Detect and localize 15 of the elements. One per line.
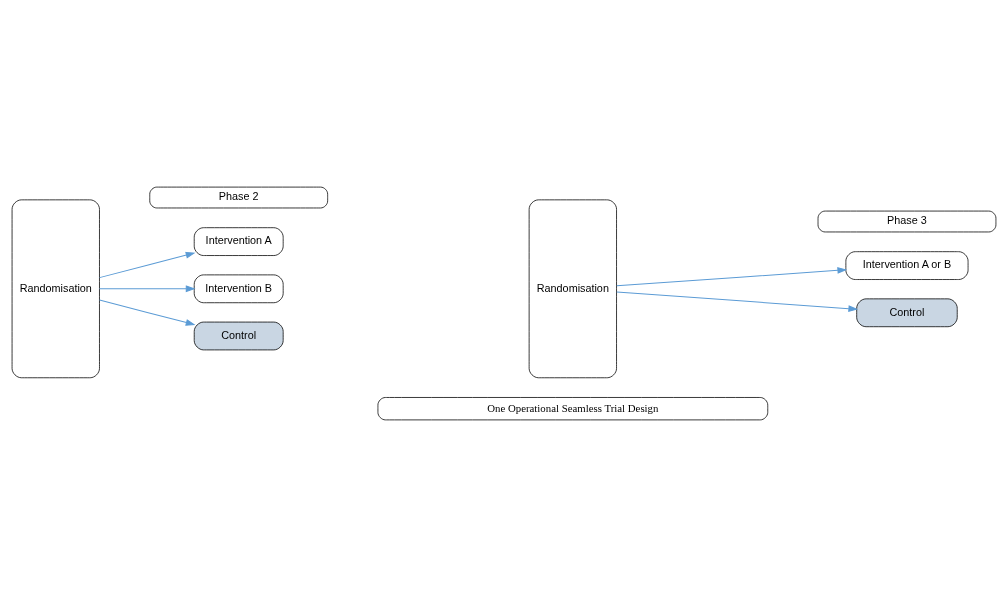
arrow xyxy=(616,290,859,312)
node-box: Randomisation xyxy=(528,198,617,378)
node-box: Phase 2 xyxy=(149,186,329,208)
node-box: Control xyxy=(856,297,958,327)
arrow xyxy=(616,266,848,286)
arrow xyxy=(99,299,196,326)
node-box: One Operational Seamless Trial Design xyxy=(377,396,769,420)
node-box: Intervention A xyxy=(193,226,284,256)
node-box: Control xyxy=(193,321,284,350)
node-box: Randomisation xyxy=(11,198,100,378)
node-box: Intervention B xyxy=(193,274,284,303)
arrow xyxy=(99,284,196,292)
node-box: Intervention A or B xyxy=(845,250,969,280)
node-box: Phase 3 xyxy=(817,210,997,232)
arrow xyxy=(99,251,196,278)
